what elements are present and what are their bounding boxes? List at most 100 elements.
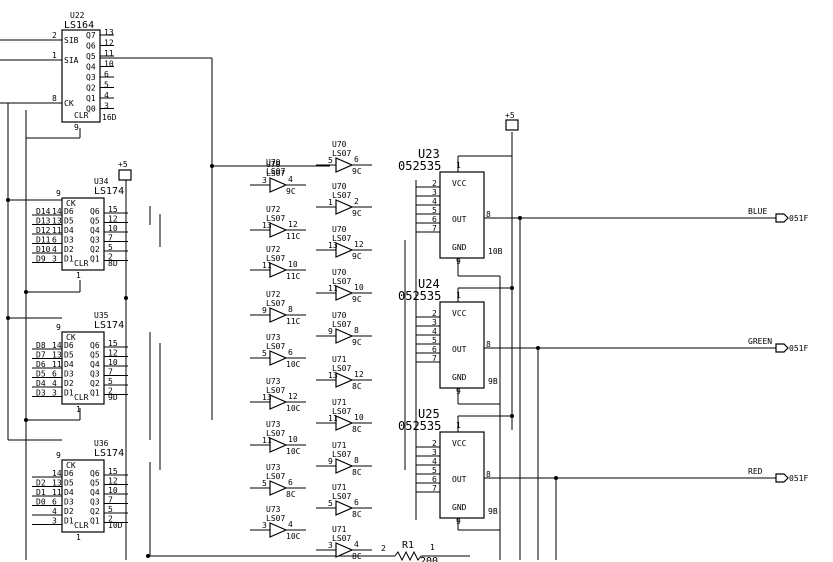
dac-052535-box xyxy=(439,431,485,519)
ls174-box xyxy=(61,197,105,271)
ls174-net: D2 xyxy=(36,479,46,488)
u22-out-name: Q0 xyxy=(86,105,96,114)
buffer-out-pin: 10 xyxy=(354,283,364,292)
ls174-in: D2 xyxy=(64,507,74,516)
buffer-out-pin: 4 xyxy=(288,175,293,184)
dac-in-pin: 5 xyxy=(432,336,437,345)
buffer-loc: 9C xyxy=(352,295,362,304)
buffer-ref: U73 xyxy=(266,333,281,342)
u22-pin-num: 8 xyxy=(52,94,57,103)
ls174-in: D4 xyxy=(64,488,74,497)
buffer-out-pin: 12 xyxy=(288,392,298,401)
ls174-type: LS174 xyxy=(94,448,124,459)
dac-in-pin: 3 xyxy=(432,448,437,457)
ls174-ck-pin: 9 xyxy=(56,189,61,198)
buffer-out-pin: 10 xyxy=(288,435,298,444)
buffer-in-pin: 3 xyxy=(262,521,267,530)
u22-out-pin: 11 xyxy=(104,49,114,58)
junction-dot xyxy=(554,476,558,480)
dac-in-pin: 5 xyxy=(432,466,437,475)
ls07-buffer-col1 xyxy=(269,350,288,366)
buffer-ref: U72 xyxy=(266,290,281,299)
u22-out-name: Q3 xyxy=(86,73,96,82)
ls174-pin: 11 xyxy=(52,226,62,235)
ls174-in: D4 xyxy=(64,226,74,235)
buffer-loc: 11C xyxy=(286,232,301,241)
ls174-out-pin: 12 xyxy=(108,349,118,358)
buffer-loc: 9C xyxy=(352,167,362,176)
connector-name: 051F xyxy=(789,474,808,483)
connector-arrow xyxy=(775,473,789,483)
buffer-loc: 10C xyxy=(286,447,301,456)
ls174-out-pin: 5 xyxy=(108,505,113,514)
junction-dot xyxy=(536,346,540,350)
u22-pin-name: SIB xyxy=(64,36,79,45)
plus5-box xyxy=(505,119,519,131)
u22-out-name: Q2 xyxy=(86,84,96,93)
u22-pin-name: SIA xyxy=(64,56,79,65)
buffer-loc: 11C xyxy=(286,317,301,326)
buffer-ref: U70 xyxy=(266,158,281,167)
ls174-box xyxy=(61,331,105,405)
buffer-in-pin: 3 xyxy=(328,541,333,550)
buffer-in-pin: 9 xyxy=(328,457,333,466)
dac-out: OUT xyxy=(452,475,467,484)
buffer-loc: 9C xyxy=(352,209,362,218)
ls174-out: Q4 xyxy=(90,488,100,497)
r1-pin: 2 xyxy=(381,544,386,553)
ls174-pin: 6 xyxy=(52,236,57,245)
ls174-net: D4 xyxy=(36,379,46,388)
buffer-loc: 11C xyxy=(286,272,301,281)
ls174-pin: 14 xyxy=(52,341,62,350)
ls07-buffer-col2 xyxy=(335,157,354,173)
buffer-in-pin: 9 xyxy=(262,306,267,315)
u22-out-pin: 3 xyxy=(104,102,109,111)
ls07-buffer-col1 xyxy=(269,222,288,238)
ls174-net: D12 xyxy=(36,226,51,235)
u22-pin-num: 2 xyxy=(52,31,57,40)
ls174-net: D14 xyxy=(36,207,51,216)
buffer-in-pin: 11 xyxy=(328,284,338,293)
ls07-buffer-col2 xyxy=(335,328,354,344)
ls174-net: D7 xyxy=(36,351,46,360)
connector-name: 051F xyxy=(789,344,808,353)
buffer-loc: 8C xyxy=(352,552,362,561)
dac-in-pin: 2 xyxy=(432,179,437,188)
buffer-out-pin: 8 xyxy=(288,305,293,314)
ls174-in: D6 xyxy=(64,469,74,478)
junction-dot xyxy=(518,216,522,220)
ls174-pin: 13 xyxy=(52,217,62,226)
dac-out-pin: 8 xyxy=(486,470,491,479)
ls07-buffer-col1 xyxy=(269,262,288,278)
ls174-out-pin: 7 xyxy=(108,496,113,505)
dac-loc: 9B xyxy=(488,377,498,386)
ls07-buffer-col2 xyxy=(335,415,354,431)
buffer-out-pin: 8 xyxy=(354,456,359,465)
ls174-net: D9 xyxy=(36,255,46,264)
ls174-out-pin: 5 xyxy=(108,243,113,252)
ls174-out-pin: 2 xyxy=(108,387,113,396)
ls174-out: Q4 xyxy=(90,226,100,235)
buffer-out-pin: 12 xyxy=(354,240,364,249)
ls07-buffer-col2 xyxy=(335,542,354,558)
ls174-out: Q1 xyxy=(90,517,100,526)
u22-out-name: Q5 xyxy=(86,52,96,61)
signal-name: BLUE xyxy=(748,207,767,216)
u22-pin-num: 1 xyxy=(52,51,57,60)
ls174-net: D10 xyxy=(36,245,51,254)
buffer-in-pin: 5 xyxy=(328,156,333,165)
dac-vcc-pin: 1 xyxy=(456,291,461,300)
dac-in-pin: 7 xyxy=(432,484,437,493)
u22-out-name: Q4 xyxy=(86,63,96,72)
buffer-ref: U73 xyxy=(266,463,281,472)
u22-out-pin: 4 xyxy=(104,91,109,100)
ls174-in: D2 xyxy=(64,379,74,388)
connector-arrow xyxy=(775,213,789,223)
ls174-box xyxy=(61,459,105,533)
buffer-type: LS07 xyxy=(332,191,351,200)
ls174-out: Q2 xyxy=(90,379,100,388)
buffer-out-pin: 2 xyxy=(354,197,359,206)
buffer-ref: U71 xyxy=(332,441,347,450)
dac-out: OUT xyxy=(452,345,467,354)
buffer-type: LS07 xyxy=(266,429,285,438)
